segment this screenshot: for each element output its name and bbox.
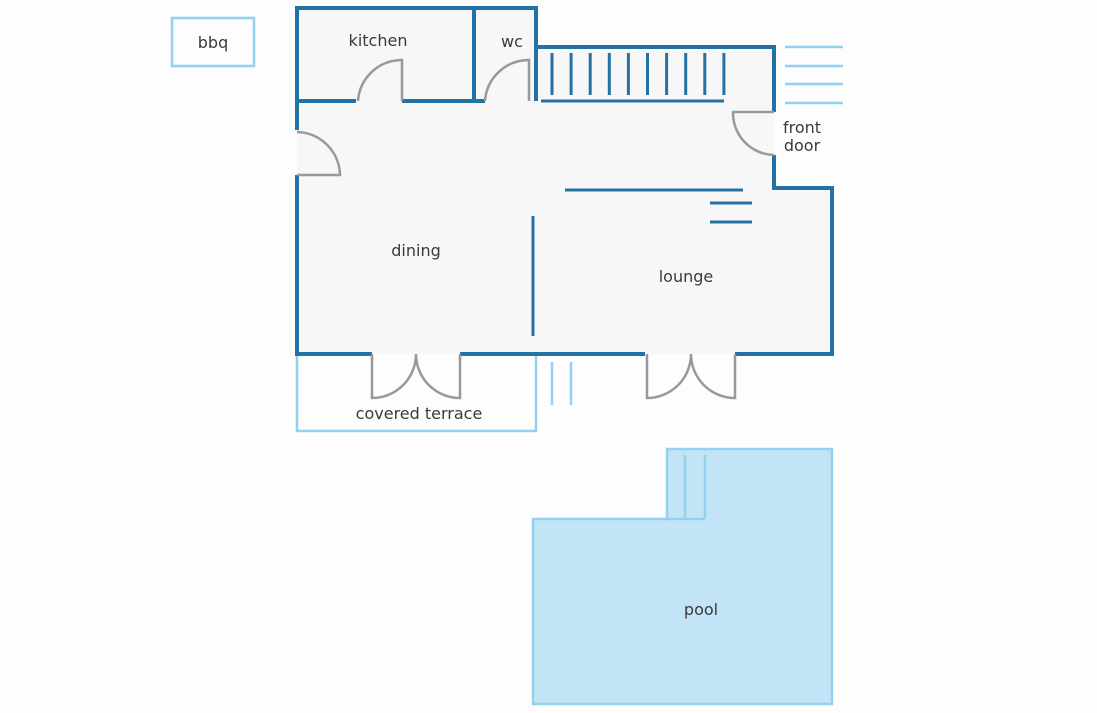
interior-walls [297, 8, 752, 336]
terrace-outline [295, 356, 538, 433]
pool-outline [531, 447, 834, 706]
lounge-double-door[interactable] [645, 353, 737, 400]
staircase [541, 53, 726, 103]
front-door-label-line2: door [784, 136, 821, 155]
front-door[interactable] [731, 110, 775, 157]
kitchen-label: kitchen [349, 31, 408, 50]
kitchen-door[interactable] [356, 58, 404, 102]
pool-steps [667, 455, 707, 521]
dining-label: dining [391, 241, 440, 260]
lounge-label: lounge [659, 267, 714, 286]
room-bbq[interactable]: bbq [170, 16, 256, 68]
terrace-double-door[interactable] [370, 353, 462, 400]
bbq-outline [170, 16, 256, 68]
covered-terrace-label: covered terrace [356, 404, 483, 423]
bbq-label: bbq [198, 33, 228, 52]
room-covered-terrace[interactable]: covered terrace [295, 356, 538, 433]
room-pool[interactable]: pool [531, 447, 834, 706]
house-floor [297, 8, 832, 354]
wc-label: wc [501, 32, 523, 51]
pool-label: pool [684, 600, 718, 619]
wc-door[interactable] [483, 58, 531, 102]
rear-steps [550, 362, 573, 405]
front-door-label-line1: front [783, 118, 821, 137]
front-steps [785, 45, 843, 105]
side-door[interactable] [296, 130, 342, 177]
exterior-walls [295, 6, 834, 356]
